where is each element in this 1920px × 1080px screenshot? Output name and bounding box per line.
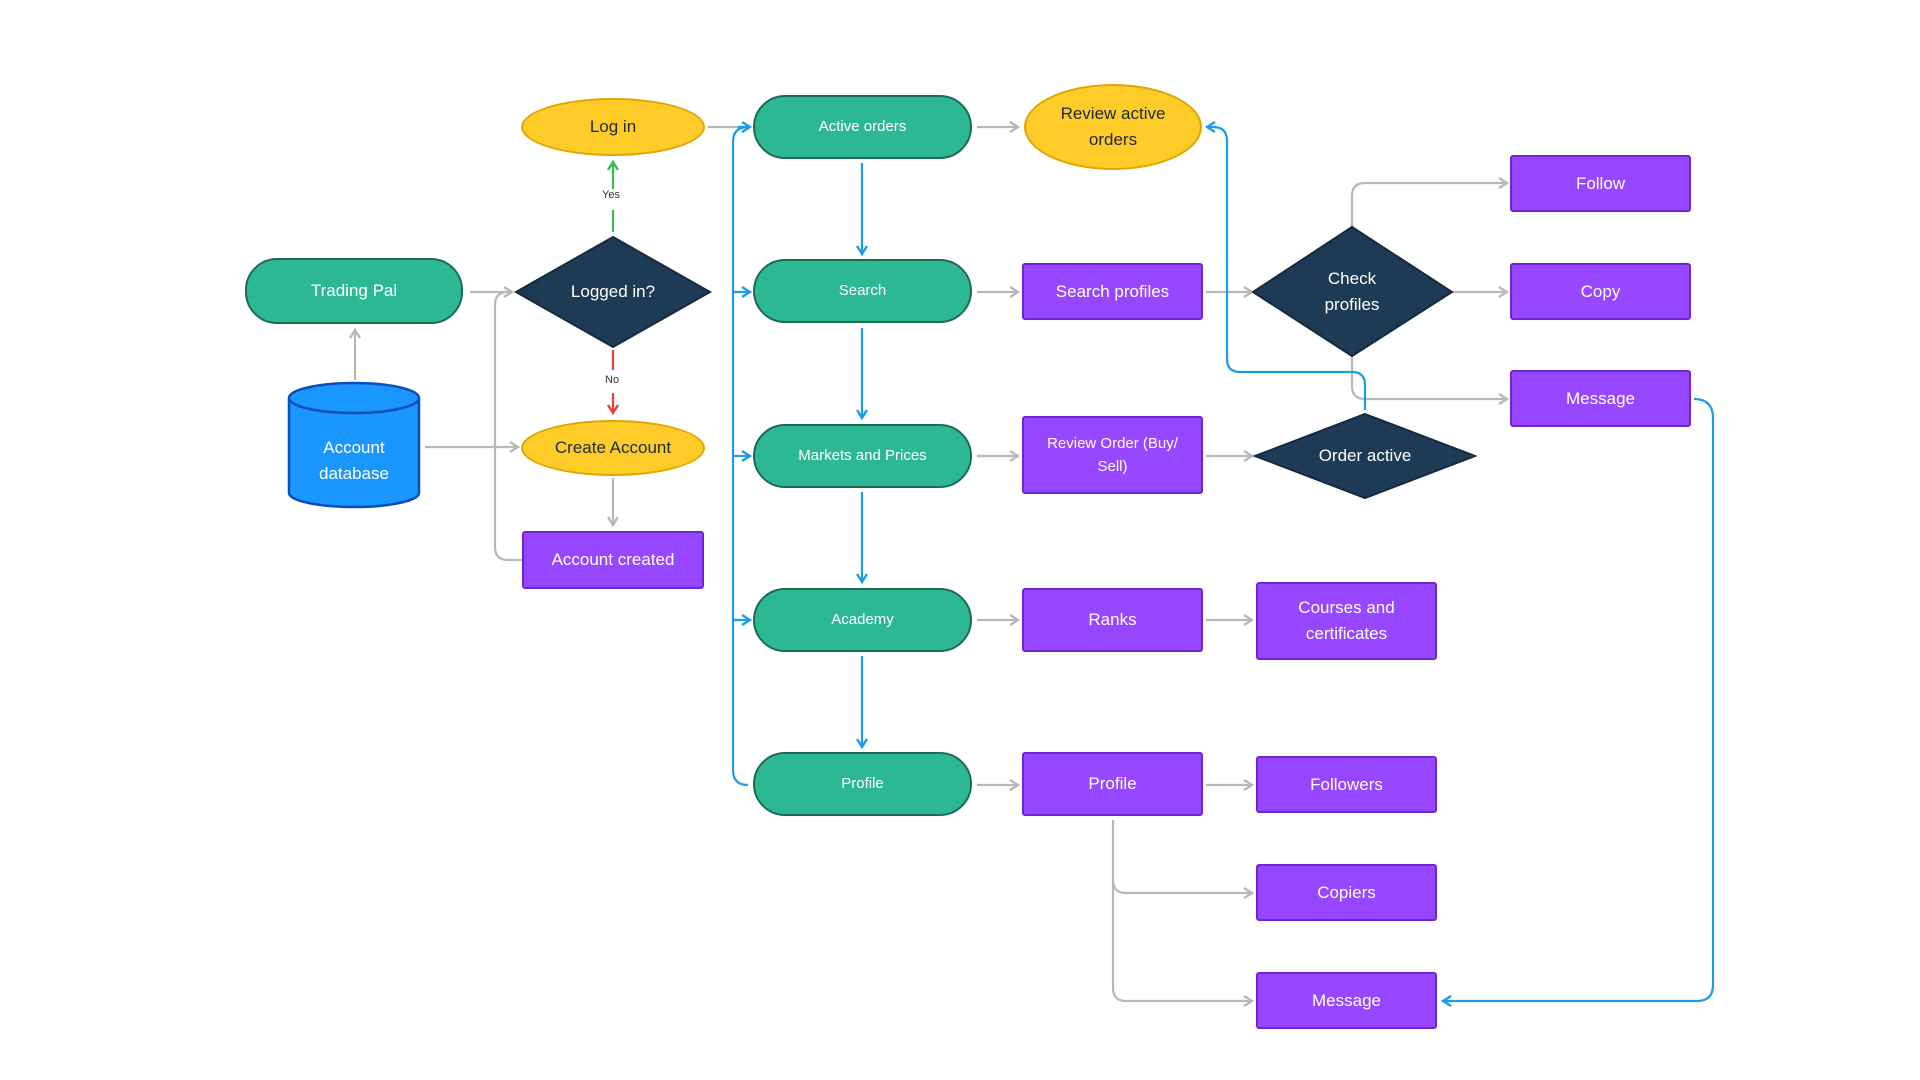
- edge-check-to-message: [1350, 356, 1507, 399]
- follow-node: Follow: [1510, 155, 1691, 212]
- account-created-node: Account created: [522, 531, 704, 589]
- edge-profile-to-copiers: [1111, 820, 1252, 893]
- trading-pal-label: Trading Pal: [310, 281, 398, 300]
- edge-check-to-follow: [1350, 183, 1507, 227]
- copy-node: Copy: [1510, 263, 1691, 320]
- check-profiles-diamond: [1251, 225, 1454, 358]
- logged-in-label: Logged in?: [570, 282, 656, 301]
- edge-message-to-message: [1443, 397, 1715, 1001]
- message-check-label: Message: [1566, 388, 1635, 408]
- log-in-node: Log in: [521, 98, 705, 156]
- log-in-label: Log in: [589, 117, 637, 136]
- order-active-node: Order active: [1290, 441, 1440, 471]
- trading-pal-node: Trading Pal: [245, 258, 463, 324]
- yes-label-text: Yes: [602, 189, 620, 201]
- create-account-label: Create Account: [554, 438, 672, 457]
- markets-and-prices-node: Markets and Prices: [753, 424, 972, 488]
- search-profiles-node: Search profiles: [1022, 263, 1203, 320]
- logged-in-node: Logged in?: [540, 276, 686, 308]
- followers-label: Followers: [1310, 774, 1383, 794]
- academy-label: Academy: [831, 611, 894, 628]
- review-active-orders-label: Review active orders: [1060, 104, 1166, 149]
- profile-main-node: Profile: [753, 752, 972, 816]
- profile-main-label: Profile: [841, 775, 884, 792]
- ranks-node: Ranks: [1022, 588, 1203, 652]
- account-database-label: Account database: [319, 438, 389, 483]
- courses-and-certificates-node: Courses and certificates: [1256, 582, 1437, 660]
- database-cylinder: [287, 381, 421, 509]
- message-check-node: Message: [1510, 370, 1691, 427]
- logged-in-diamond: [513, 235, 713, 349]
- message-profile-node: Message: [1256, 972, 1437, 1029]
- search-profiles-label: Search profiles: [1055, 281, 1170, 301]
- copy-label: Copy: [1580, 281, 1621, 301]
- active-orders-node: Active orders: [753, 95, 972, 159]
- no-label-text: No: [605, 374, 620, 386]
- message-profile-label: Message: [1312, 990, 1381, 1010]
- active-orders-label: Active orders: [818, 118, 907, 135]
- academy-node: Academy: [753, 588, 972, 652]
- ranks-label: Ranks: [1088, 610, 1137, 629]
- profile-sub-node: Profile: [1022, 752, 1203, 816]
- profile-sub-label: Profile: [1088, 774, 1137, 793]
- copiers-node: Copiers: [1256, 864, 1437, 921]
- courses-and-certificates-label: Courses and certificates: [1298, 598, 1395, 643]
- follow-label: Follow: [1575, 173, 1626, 193]
- search-node: Search: [753, 259, 972, 323]
- create-account-node: Create Account: [521, 420, 705, 476]
- yes-label: Yes: [600, 189, 622, 201]
- check-profiles-node: Check profiles: [1290, 264, 1414, 320]
- check-profiles-label: Check profiles: [1324, 269, 1380, 314]
- edge-profile-to-message: [1111, 880, 1252, 1001]
- search-label: Search: [838, 282, 887, 299]
- copiers-label: Copiers: [1317, 882, 1376, 902]
- review-active-orders-node: Review active orders: [1024, 84, 1202, 170]
- review-order-label: Review Order (Buy/ Sell): [1047, 435, 1178, 475]
- followers-node: Followers: [1256, 756, 1437, 813]
- markets-and-prices-label: Markets and Prices: [798, 447, 927, 464]
- edge-account-created-to-logged-in: [493, 290, 522, 562]
- account-created-label: Account created: [551, 550, 675, 569]
- review-order-node: Review Order (Buy/ Sell): [1022, 416, 1203, 494]
- order-active-diamond: [1252, 412, 1478, 500]
- no-label: No: [603, 374, 622, 386]
- edge-order-active-to-review: [1207, 127, 1367, 410]
- account-database-node: Account database: [289, 428, 419, 494]
- order-active-label: Order active: [1318, 446, 1412, 465]
